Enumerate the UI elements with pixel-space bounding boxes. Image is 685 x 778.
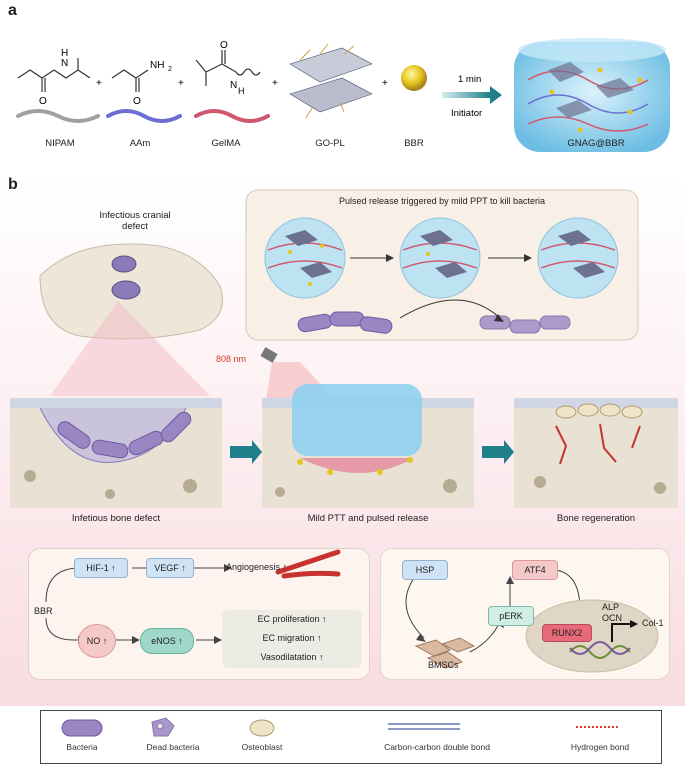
nipam-n-label: N bbox=[61, 58, 68, 69]
angiogenesis-up-arrow: ↑ bbox=[282, 562, 288, 572]
stage-label-3: Bone regeneration bbox=[556, 513, 636, 524]
legend-hbond-label: Hydrogen bond bbox=[570, 742, 630, 752]
gene-targets: ALP OCN bbox=[602, 602, 622, 624]
bone-panel-3 bbox=[514, 398, 678, 508]
stage-label-1: Infetious bone defect bbox=[71, 513, 161, 524]
ec-effect-3: Vasodilatation ↑ bbox=[260, 652, 324, 662]
panel-b-letter: b bbox=[8, 176, 18, 193]
no-label: NO bbox=[86, 636, 101, 646]
angiogenesis-node: Angiogenesis ↑ bbox=[226, 562, 287, 572]
panel-a-letter: a bbox=[8, 2, 17, 19]
hsp-node: HSP bbox=[402, 560, 448, 580]
stage-label-2: Mild PTT and pulsed release bbox=[307, 513, 429, 524]
col1-label: Col-1 bbox=[642, 618, 664, 628]
bmscs-label: BMSCs bbox=[428, 660, 459, 670]
release-title: Pulsed release triggered by mild PPT to … bbox=[339, 196, 545, 206]
release-sphere-1 bbox=[264, 217, 346, 299]
nipam-h-label: H bbox=[61, 48, 68, 59]
ocn-label: OCN bbox=[602, 613, 622, 623]
gelma-n-label: N bbox=[230, 80, 237, 91]
aam-o-label: O bbox=[133, 96, 141, 107]
release-sphere-3 bbox=[537, 217, 619, 299]
nucleus bbox=[525, 599, 659, 673]
legend-dead-label: Dead bacteria bbox=[146, 742, 200, 752]
reaction-arrow-shaft bbox=[442, 92, 490, 98]
stage-arrow-1 bbox=[230, 440, 262, 464]
aam-structure bbox=[111, 69, 149, 92]
gelma-chain bbox=[194, 109, 270, 123]
angiogenesis-label: Angiogenesis bbox=[226, 562, 281, 572]
reaction-arrow-head bbox=[490, 86, 502, 104]
hif-node: HIF-1 ↑ bbox=[74, 558, 128, 578]
perk-node: pERK bbox=[488, 606, 534, 626]
gelma-h-label: H bbox=[238, 86, 245, 96]
panel-b-scheme bbox=[10, 189, 678, 508]
time-label: 1 min bbox=[458, 74, 481, 85]
nipam-chain bbox=[16, 109, 100, 123]
release-bacteria bbox=[297, 311, 571, 334]
enos-up-arrow: ↑ bbox=[178, 636, 183, 646]
bbr-source-label: BBR bbox=[34, 606, 53, 616]
cranial-label-line1: Infectious cranial bbox=[99, 210, 171, 221]
zoom-cone bbox=[50, 301, 210, 396]
ec-effect-2: EC migration ↑ bbox=[262, 633, 322, 643]
panel-a-scheme: O N H + O NH 2 + O N H + + bbox=[16, 38, 670, 152]
laser-emitter bbox=[260, 347, 278, 363]
enos-node: eNOS ↑ bbox=[140, 628, 194, 654]
reagent-label-bbr: BBR bbox=[404, 138, 424, 149]
vegf-label: VEGF bbox=[154, 563, 179, 573]
product-label: GNAG@BBR bbox=[567, 138, 625, 149]
legend-dead-bacteria-icon bbox=[151, 717, 175, 737]
reagent-label-go-pl: GO-PL bbox=[315, 138, 345, 149]
legend-box bbox=[40, 710, 662, 764]
hif-label: HIF-1 bbox=[86, 563, 109, 573]
vegf-node: VEGF ↑ bbox=[146, 558, 194, 578]
cranial-label-line2: defect bbox=[122, 221, 148, 232]
gelma-structure bbox=[195, 50, 261, 86]
legend-osteoblast-label: Osteoblast bbox=[241, 742, 283, 752]
no-up-arrow: ↑ bbox=[102, 636, 108, 646]
legend-double-bond-label: Carbon-carbon double bond bbox=[384, 742, 490, 752]
plus-2: + bbox=[178, 78, 184, 89]
enos-label: eNOS bbox=[151, 636, 176, 646]
plus-4: + bbox=[382, 78, 388, 89]
nipam-structure bbox=[17, 58, 91, 92]
alp-label: ALP bbox=[602, 602, 620, 612]
go-pl-sheets bbox=[289, 43, 373, 119]
legend-osteoblast-icon bbox=[249, 719, 275, 737]
legend-symbols bbox=[61, 717, 620, 737]
ec-effect-1: EC proliferation ↑ bbox=[257, 614, 327, 624]
reagent-label-nipam: NIPAM bbox=[45, 138, 75, 149]
ec-effects-box: EC proliferation ↑ EC migration ↑ Vasodi… bbox=[222, 610, 362, 668]
bbr-sphere bbox=[401, 65, 427, 91]
aam-chain bbox=[106, 109, 182, 123]
legend-bacteria-label: Bacteria bbox=[66, 742, 98, 752]
atf4-node: ATF4 bbox=[512, 560, 558, 580]
aam-nh2-label: NH bbox=[150, 60, 164, 71]
blood-vessel bbox=[275, 549, 341, 579]
plus-1: + bbox=[96, 78, 102, 89]
plus-3: + bbox=[272, 78, 278, 89]
initiator-label: Initiator bbox=[451, 108, 482, 119]
bone-panel-1 bbox=[10, 398, 222, 508]
nipam-o-label: O bbox=[39, 96, 47, 107]
release-sphere-2 bbox=[399, 217, 481, 299]
vegf-up-arrow: ↑ bbox=[181, 563, 186, 573]
kill-arrow bbox=[399, 299, 501, 319]
gelma-o-label: O bbox=[220, 40, 228, 51]
runx2-node: RUNX2 bbox=[542, 624, 592, 642]
legend-bacteria-icon bbox=[61, 719, 103, 737]
hif-up-arrow: ↑ bbox=[111, 563, 116, 573]
reagent-label-gelma: GelMA bbox=[211, 138, 241, 149]
laser-label: 808 nm bbox=[216, 354, 247, 364]
aam-nh2-sub: 2 bbox=[168, 66, 172, 73]
bmsc-cells bbox=[414, 637, 476, 669]
reagent-label-aam: AAm bbox=[129, 138, 151, 149]
skull-illustration bbox=[39, 243, 223, 340]
bone-panel-2 bbox=[262, 384, 474, 508]
no-node: NO ↑ bbox=[78, 624, 116, 658]
stage-arrow-2 bbox=[482, 440, 514, 464]
gnag-hydrogel bbox=[514, 38, 670, 152]
cranial-label: Infectious cranial defect bbox=[70, 210, 200, 232]
